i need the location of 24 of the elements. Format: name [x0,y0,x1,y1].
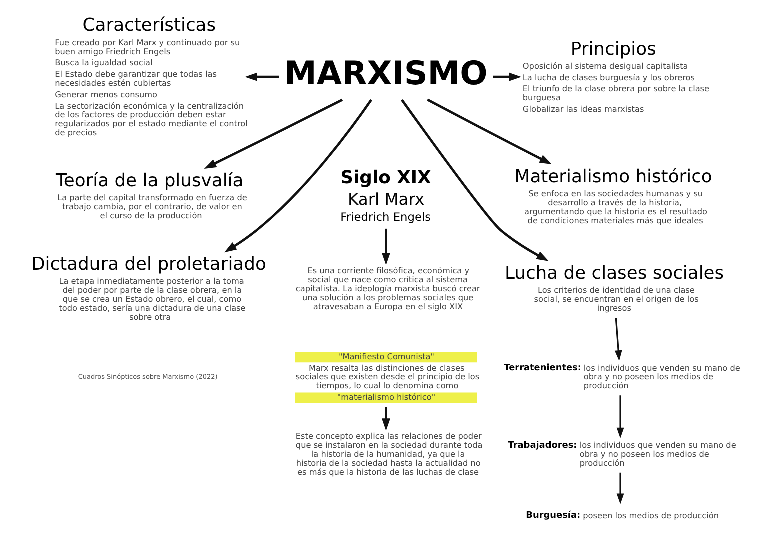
arrow [616,396,624,438]
arrow [493,72,522,82]
node-text: Dictadura del proletariado La etapa inmediatamente posterior a la toma del poder por parte de la clase obrera, en la que se crea un Estado obrero, el cual, como todo estado, sería una dictadura de una clase sobre otra [32,254,266,322]
arrow [204,98,344,169]
node-text: Es una corriente filosófica, económica y social que nace como crítica al sistema capitalista. La ideología marxista buscó crear una solución a los problemas sociales que atravesaban a Europa en el siglo XIX [296,266,480,312]
arrow [382,228,391,266]
node-text: MARXISMO [284,54,488,92]
node-text: Terratenientes: los individuos que venden su mano de obra y no poseen los medios de producción [504,362,740,391]
arrow [616,472,624,504]
arrow [382,407,391,431]
arrow [427,98,552,165]
node-text: Siglo XIX Karl Marx Friedrich Engels [340,167,432,224]
arrow [401,99,549,262]
node-text: Lucha de clases sociales Los criterios de identidad de una clase social, se encuentran en el origen de los ingresos [505,262,724,313]
node-text: Principios Oposición al sistema desigual capitalista La lucha de clases burguesía y los obreros El triunfo de la clase obrera por sobre la clase burguesa Globalizar las ideas marxistas [522,38,710,114]
node-text: Burguesía: poseen los medios de producción [526,510,720,522]
arrow [224,99,372,253]
arrow [614,318,622,362]
node-text: Materialismo histórico Se enfoca en las sociedades humanas y su desarrollo a través de la historia, argumentando que la historia es el resultado de condiciones materiales más que ideales [514,166,712,226]
node-text: Teoría de la plusvalía La parte del capital transformado en fuerza de trabajo cambia, por el contrario, de valor en el curso de la producción [56,170,248,221]
node-text: Características Fue creado por Karl Marx y continuado por su buen amigo Friedrich Engels Busca la igualdad social El Estado debe garantizar que todas las necesidades estén cubiertas Generar menos consumo La sectorización económica y la centralización de los factores de producción deben estar regularizados por el estado mediante el control de precios [55,15,248,138]
node-text: Trabajadores: los individuos que venden su mano de obra y no poseen los medios de producción [508,440,736,468]
arrow [245,72,280,82]
node-text: Este concepto explica las relaciones de poder que se instalaron en la sociedad durante toda la historia de la humanidad, ya que la historia de la sociedad hasta la actualidad no es más que la historia de las luchas de clase [296,431,483,477]
